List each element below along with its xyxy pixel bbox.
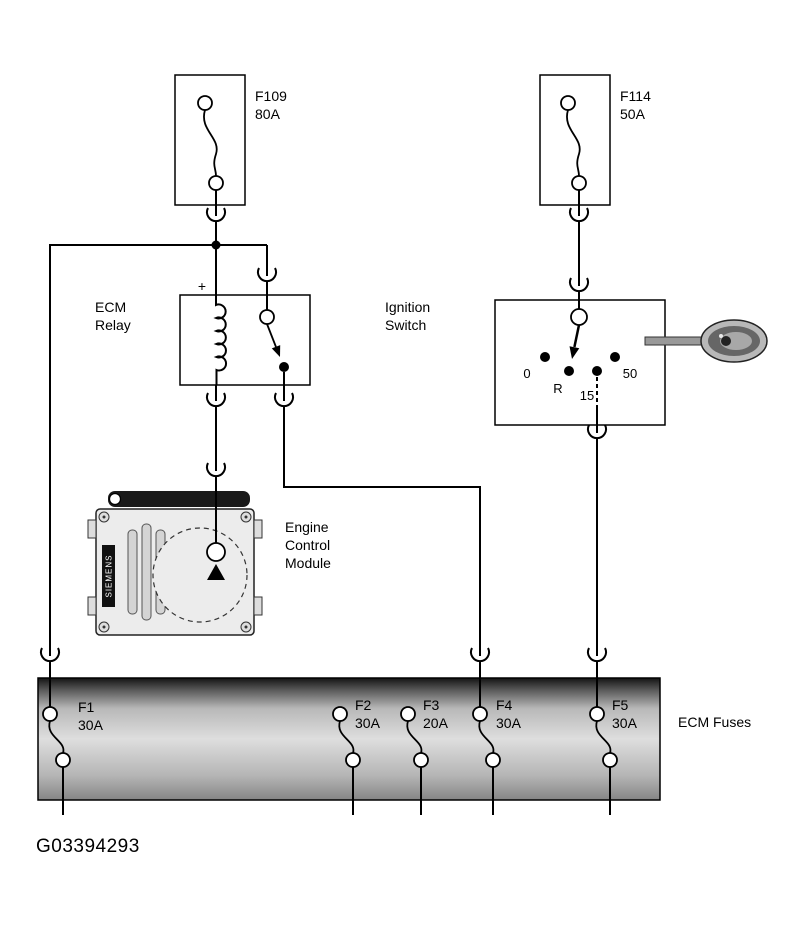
fuse-f2-rating: 30A bbox=[355, 715, 381, 731]
ecm-label-line1: Engine bbox=[285, 519, 329, 535]
fuse-f5-terminal-bottom bbox=[602, 752, 618, 768]
ignition-contact-0 bbox=[540, 352, 550, 362]
fuse-f1-terminal-top bbox=[42, 706, 58, 722]
fuse-f4-rating: 30A bbox=[496, 715, 522, 731]
fuse-f109-element bbox=[203, 109, 218, 177]
ignition-input-terminal bbox=[570, 308, 588, 326]
relay-coil bbox=[213, 245, 227, 385]
fuse-f109-name: F109 bbox=[255, 88, 287, 104]
ignition-switch-label-line1: Ignition bbox=[385, 299, 430, 315]
ecm-tab-right-top bbox=[253, 519, 263, 539]
fuse-f2-terminal-bottom bbox=[345, 752, 361, 768]
ecm-tab-left-bottom bbox=[87, 596, 97, 616]
fuse-f4-element bbox=[478, 720, 495, 754]
relay-switch-arrowhead bbox=[271, 345, 281, 357]
relay-switch-arm bbox=[266, 323, 277, 348]
fuse-f109-rating: 80A bbox=[255, 106, 281, 122]
ecm-label-line2: Control bbox=[285, 537, 330, 553]
ecm-vent-slot bbox=[141, 523, 152, 621]
fuse-f1-element bbox=[48, 720, 65, 754]
ignition-contact-r bbox=[564, 366, 574, 376]
fuse-f109-terminal-bottom bbox=[208, 175, 224, 191]
ecm-relay-label-line1: ECM bbox=[95, 299, 126, 315]
wire-relay-to-f4 bbox=[283, 406, 481, 656]
engine-control-module-drawing: SIEMENS bbox=[87, 491, 263, 636]
fuse-f1-terminal-bottom bbox=[55, 752, 71, 768]
labels: F109 80A F114 50A ECM Relay + Ignition S… bbox=[36, 88, 751, 857]
fuse-f4-terminal-bottom bbox=[485, 752, 501, 768]
ignition-rotor-arrowhead bbox=[569, 346, 580, 359]
fuse-f114-name: F114 bbox=[620, 88, 651, 104]
ignition-position-50: 50 bbox=[623, 366, 637, 381]
ecm-fuse-box-body bbox=[37, 677, 661, 801]
fuse-f114-symbol bbox=[539, 74, 611, 206]
ecm-tab-right-bottom bbox=[253, 596, 263, 616]
fuse-f3-terminal-bottom bbox=[413, 752, 429, 768]
ecm-internal-terminal bbox=[206, 542, 226, 562]
ecm-screw-dot bbox=[244, 515, 248, 519]
ecm-vent-slot bbox=[127, 529, 138, 615]
figure-id: G03394293 bbox=[36, 836, 140, 857]
fuse-f3-terminal-top bbox=[400, 706, 416, 722]
ecm-brand-badge bbox=[102, 545, 115, 607]
fuse-f2-terminal-top bbox=[332, 706, 348, 722]
ecm-fuse-panel bbox=[37, 677, 661, 801]
fuse-f114-element bbox=[566, 109, 581, 177]
ecm-screw-dot bbox=[102, 515, 106, 519]
ignition-rotor-arm bbox=[573, 324, 581, 348]
ecm-connector-bar bbox=[108, 491, 250, 507]
ecm-connector-bar-pin bbox=[108, 492, 122, 506]
fuse-f3-name: F3 bbox=[423, 697, 440, 713]
fuse-f2-name: F2 bbox=[355, 697, 372, 713]
ecm-fuses-label: ECM Fuses bbox=[678, 714, 751, 730]
fuse-f2-element bbox=[338, 720, 355, 754]
fuse-f109-terminal-top bbox=[197, 95, 213, 111]
key-head-glint bbox=[719, 334, 723, 338]
key-blade bbox=[644, 336, 704, 346]
fuse-f114-rating: 50A bbox=[620, 106, 646, 122]
ignition-position-0: 0 bbox=[523, 366, 530, 381]
ignition-contact-15 bbox=[592, 366, 602, 376]
ignition-position-r: R bbox=[553, 381, 562, 396]
fuse-f5-rating: 30A bbox=[612, 715, 638, 731]
ecm-screw-dot bbox=[244, 625, 248, 629]
ignition-contact-50 bbox=[610, 352, 620, 362]
wire-battery-rail bbox=[49, 244, 267, 656]
ignition-key-icon bbox=[644, 319, 768, 363]
ecm-brand-label: SIEMENS bbox=[105, 554, 114, 597]
ecm-screw-dot bbox=[102, 625, 106, 629]
ecm-label-line3: Module bbox=[285, 555, 331, 571]
ecm-tab-left-top bbox=[87, 519, 97, 539]
fuse-f109-symbol bbox=[174, 74, 246, 206]
fuse-f4-name: F4 bbox=[496, 697, 513, 713]
fuse-f4-terminal-top bbox=[472, 706, 488, 722]
ecm-relay-symbol bbox=[179, 245, 311, 386]
ecm-relay-box bbox=[179, 294, 311, 386]
fuse-f3-element bbox=[406, 720, 423, 754]
ecm-dashed-circle bbox=[152, 527, 248, 623]
key-head-center bbox=[721, 336, 731, 346]
fuse-f3-rating: 20A bbox=[423, 715, 449, 731]
fuse-f5-element bbox=[595, 720, 612, 754]
relay-switch-contact bbox=[279, 362, 289, 372]
ignition-switch-label-line2: Switch bbox=[385, 317, 426, 333]
relay-coil-plus: + bbox=[198, 278, 206, 294]
relay-switch-terminal bbox=[259, 309, 275, 325]
fuse-f5-name: F5 bbox=[612, 697, 629, 713]
ecm-relay-label-line2: Relay bbox=[95, 317, 131, 333]
wiring bbox=[40, 190, 607, 707]
ignition-position-15: 15 bbox=[580, 388, 594, 403]
fuse-f1-rating: 30A bbox=[78, 717, 104, 733]
fuse-f1-name: F1 bbox=[78, 699, 95, 715]
fuse-f114-terminal-top bbox=[560, 95, 576, 111]
fuse-f114-terminal-bottom bbox=[571, 175, 587, 191]
ecm-internal-arrow bbox=[207, 564, 225, 580]
ignition-switch-symbol bbox=[494, 299, 666, 426]
ecm-fuse-elements bbox=[42, 706, 618, 815]
fuse-f5-terminal-top bbox=[589, 706, 605, 722]
